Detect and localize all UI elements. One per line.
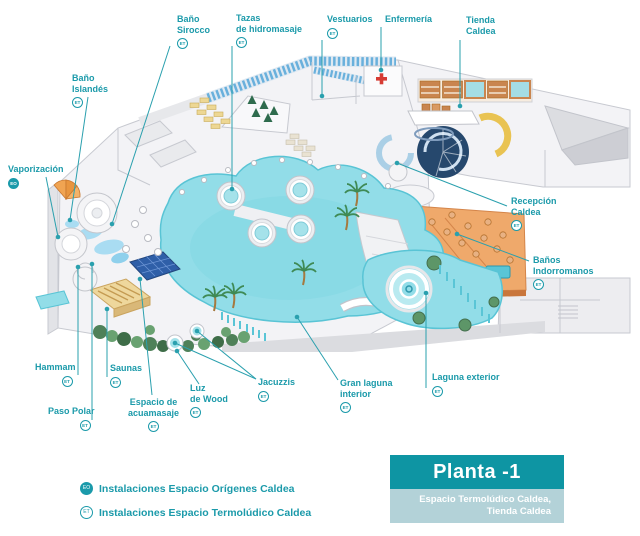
et-icon: ET — [432, 385, 443, 397]
floor-name: Planta -1 — [433, 460, 521, 483]
loungers — [189, 97, 316, 157]
label-hammam: Hammam ET — [35, 362, 76, 387]
floor-title-box: Planta -1 Espacio Termolúdico Caldea, Ti… — [390, 455, 564, 523]
label-bano-islandes: Baño Islandés ET — [72, 73, 108, 108]
et-icon: ET — [340, 402, 351, 413]
legend-termoludico: ET Instalaciones Espacio Termolúdico Cal… — [80, 506, 311, 519]
tiled-pool — [129, 251, 181, 281]
glass-fence — [221, 265, 490, 341]
label-vaporizacion: Vaporización EO — [8, 164, 64, 189]
label-recepcion: Recepción Caldea ET — [511, 196, 557, 231]
et-icon: ET — [327, 27, 338, 39]
label-jacuzzis: Jacuzzis ET — [258, 377, 295, 402]
colonnade — [179, 157, 391, 195]
red-cross-icon — [376, 73, 387, 85]
et-icon: ET — [61, 375, 73, 387]
saunas-building — [88, 278, 152, 318]
et-icon: ET — [72, 97, 83, 108]
eo-icon: EO — [8, 177, 19, 189]
planter-triangle — [221, 95, 291, 134]
et-icon: ET — [148, 421, 160, 432]
leader-dots — [55, 67, 463, 354]
et-icon: ET — [79, 419, 91, 431]
yellow-slide — [478, 112, 512, 158]
label-tienda: Tienda Caldea — [466, 15, 496, 36]
orange-fan — [53, 179, 81, 201]
et-icon: ET — [236, 37, 247, 48]
et-icon: ET — [177, 38, 188, 49]
label-enfermeria: Enfermería — [385, 14, 433, 24]
pine-trees — [247, 95, 279, 122]
floor-title-band: Planta -1 — [390, 455, 564, 489]
floor-subtitle: Espacio Termolúdico Caldea, Tienda Calde… — [390, 489, 564, 523]
laguna-exterior-zone — [362, 249, 504, 332]
label-bano-sirocco: Baño Sirocco ET — [177, 14, 210, 49]
reception-area — [376, 110, 480, 178]
leader-lines — [45, 27, 530, 420]
et-icon: ET — [533, 279, 544, 290]
label-vestuarios: Vestuarios ET — [327, 14, 373, 39]
et-icon: ET — [258, 390, 269, 402]
label-banos-indorromanos: Baños Indorromanos ET — [533, 255, 594, 290]
label-tazas: Tazas de hidromasaje ET — [236, 13, 302, 48]
enfermeria-building — [363, 65, 403, 97]
greenery — [93, 323, 250, 352]
eo-icon: EO — [80, 482, 93, 495]
right-wing — [499, 105, 630, 333]
et-icon: ET — [80, 506, 93, 519]
legend-origenes: EO Instalaciones Espacio Orígenes Caldea — [80, 482, 295, 495]
et-icon: ET — [110, 376, 121, 388]
label-paso-polar: Paso Polar ET — [48, 406, 95, 431]
upper-left-rooms — [117, 120, 197, 186]
label-saunas: Saunas ET — [110, 363, 142, 388]
label-laguna-exterior: Laguna exterior ET — [432, 372, 500, 397]
origenes-cluster — [35, 179, 162, 310]
label-luz-de-wood: Luz de Wood ET — [190, 383, 228, 418]
label-gran-laguna: Gran laguna interior ET — [340, 378, 393, 413]
tienda-shelves — [417, 78, 533, 113]
et-icon: ET — [190, 407, 201, 418]
label-espacio-acuamasaje: Espacio de acuamasaje ET — [128, 397, 179, 432]
et-icon: ET — [511, 220, 522, 231]
